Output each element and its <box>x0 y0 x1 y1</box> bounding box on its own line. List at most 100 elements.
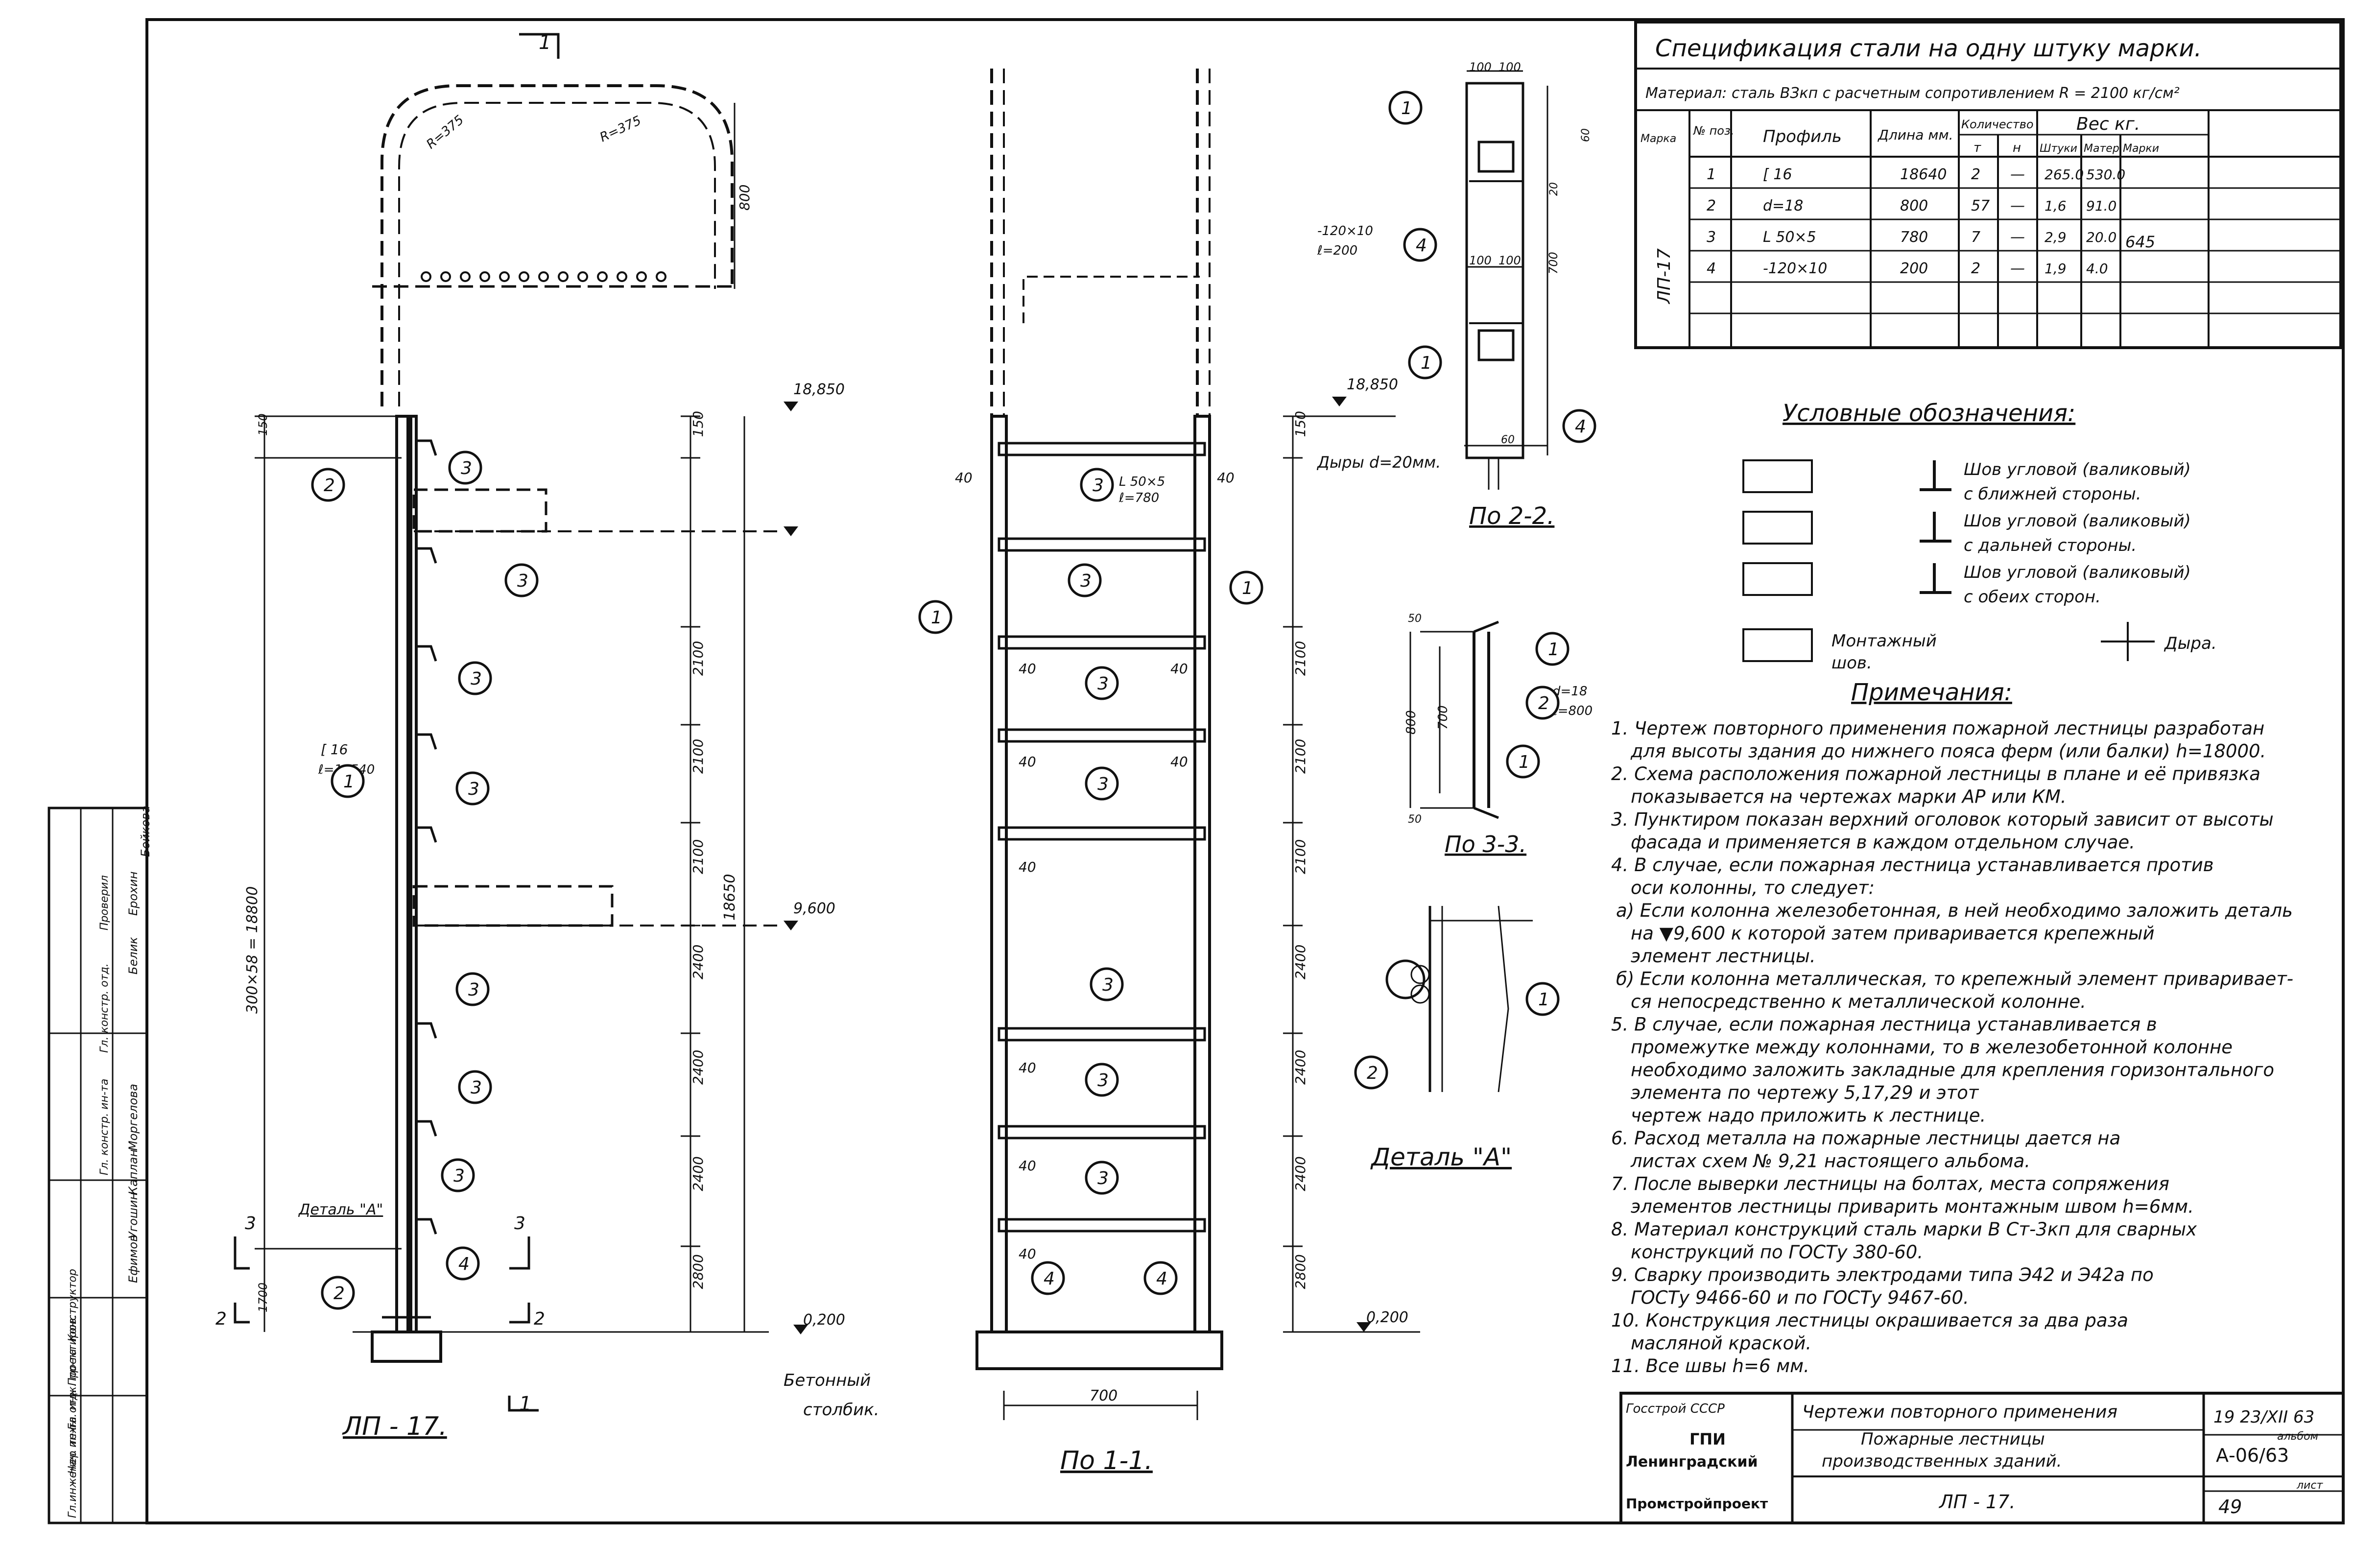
bracket-angle <box>416 439 437 456</box>
ladder-rung <box>998 1125 1206 1140</box>
position-bubble <box>1085 766 1119 801</box>
caption-section-1-1: По 1-1. <box>1060 1446 1153 1475</box>
note-line: 11. Все швы h=6 мм. <box>1611 1355 1809 1377</box>
position-number: 1 <box>1519 752 1530 772</box>
offset-40-label: 40 <box>1019 661 1036 677</box>
elevation-triangles <box>784 397 1371 1334</box>
spec-cell-profile: -120×10 <box>1763 260 1827 277</box>
position-number: 3 <box>471 669 482 689</box>
position-number: 2 <box>333 1283 345 1304</box>
title-line-1: Чертежи повторного применения <box>1802 1402 2117 1422</box>
note-line: конструкций по ГОСТу 380-60. <box>1631 1242 1923 1263</box>
cut-mark-1-top: 1 <box>539 31 551 54</box>
spec-cell-qty-n: — <box>2010 166 2025 183</box>
spacing-dimension-main: 2400 <box>690 1050 706 1085</box>
signature-name: Бойкова <box>139 806 152 857</box>
position-bubble <box>1388 91 1423 125</box>
caption-section-2-2: По 2-2. <box>1469 502 1554 530</box>
position-number: 1 <box>1242 578 1253 598</box>
spec-cell-pos: 3 <box>1707 229 1716 246</box>
spec-mark-value: ЛП-17 <box>1654 248 1674 305</box>
note-line: элемента по чертежу 5,17,29 и этот <box>1631 1082 1979 1103</box>
spec-header-pos: № поз. <box>1692 124 1734 138</box>
spacing-dimension-1-1: 150 <box>1292 411 1308 437</box>
elevation-top: 18,850 <box>793 381 845 398</box>
spacing-dimension-1-1: 2400 <box>1292 1050 1308 1085</box>
main-bottom-1700: 1700 <box>256 1283 270 1312</box>
legend-hole: Дыра. <box>2164 634 2217 653</box>
spec-header-w-mat: Матер. <box>2084 143 2123 155</box>
position-number: 1 <box>343 772 355 792</box>
position-bubble <box>448 451 482 485</box>
position-number: 4 <box>1156 1269 1167 1289</box>
position-bubble <box>1031 1261 1065 1295</box>
position-bubble <box>1068 563 1102 597</box>
ladder-rung <box>998 826 1206 841</box>
spec-cell-weight-mark: 91.0 <box>2086 198 2116 214</box>
note-line: элемент лестницы. <box>1631 946 1816 967</box>
signature-role: Проверил <box>98 875 111 930</box>
signature-name: Белик <box>126 937 140 974</box>
spec-cell-weight-mark: 4.0 <box>2086 261 2108 277</box>
spacing-dimension-main: 2100 <box>690 839 706 874</box>
spec-title: Спецификация стали на одну штуку марки. <box>1655 35 2202 62</box>
spec-cell-weight-mark: 20.0 <box>2086 229 2116 245</box>
position-bubble <box>458 1070 492 1104</box>
position-number: 2 <box>1367 1063 1378 1083</box>
position-number: 2 <box>1538 693 1549 713</box>
bracket-angle <box>416 1022 437 1039</box>
cut-mark-1-bottom: 1 <box>519 1393 531 1415</box>
note-line: б) Если колонна металлическая, то крепеж… <box>1616 969 2293 990</box>
bracket-angle <box>416 645 437 662</box>
legend-title: Условные обозначения: <box>1783 400 2075 427</box>
spacing-dimension-1-1: 2100 <box>1292 641 1308 676</box>
spec-cell-qty-n: — <box>2010 260 2025 277</box>
title-sheet: 49 <box>2218 1496 2242 1518</box>
bracket-angle <box>416 1218 437 1235</box>
notes-title: Примечания: <box>1851 679 2012 706</box>
bracket-angle <box>416 1120 437 1137</box>
overall-rung-dimension: 300×58 = 18800 <box>244 886 261 1014</box>
position-number: 3 <box>1097 1168 1109 1188</box>
note-line: а) Если колонна железобетонная, в ней не… <box>1616 900 2293 921</box>
position-number: 4 <box>1575 417 1586 437</box>
hoop-height-dimension: 800 <box>737 185 753 211</box>
spec-cell-length: 800 <box>1900 197 1928 214</box>
hoop-rung <box>558 271 569 282</box>
cut-mark-3-right: 3 <box>514 1213 525 1234</box>
note-line: листах схем № 9,21 настоящего альбома. <box>1630 1151 2030 1172</box>
offset-40-label: 40 <box>1217 470 1235 486</box>
position-number: 3 <box>471 1078 482 1098</box>
detail-a-reference: Деталь "А" <box>298 1201 383 1218</box>
position-number: 3 <box>468 980 479 1000</box>
spec-cell-weight-piece: 2,9 <box>2045 229 2067 245</box>
position-bubble <box>1562 409 1596 443</box>
spacing-dimension-main: 2400 <box>690 945 706 979</box>
position-number: 3 <box>461 458 472 478</box>
note-line: чертеж надо приложить к лестнице. <box>1631 1105 1986 1126</box>
spec-cell-profile: d=18 <box>1763 197 1803 214</box>
hoop-rung <box>538 271 549 282</box>
position-bubble <box>455 771 490 806</box>
hoop-rung <box>597 271 608 282</box>
angle-length-label: ℓ=780 <box>1118 491 1159 505</box>
channel-profile-label: [ 16 <box>321 741 348 758</box>
spec-cell-profile: [ 16 <box>1763 166 1792 183</box>
legend-item-3-line-2: с обеих сторон. <box>1964 587 2101 607</box>
caption-detail-a: Деталь "А" <box>1370 1143 1512 1171</box>
position-bubble <box>1525 982 1560 1016</box>
position-bubble <box>1085 1063 1119 1097</box>
ladder-rung <box>998 635 1206 650</box>
note-line: 10. Конструкция лестницы окрашивается за… <box>1611 1310 2128 1331</box>
section-3-3-inner: 700 <box>1436 705 1450 730</box>
hoop-rung <box>460 271 471 282</box>
total-height-dimension: 18650 <box>721 874 738 921</box>
position-bubble <box>458 661 492 695</box>
signatures-block <box>48 807 148 1524</box>
section-2-2-view <box>1464 70 1548 490</box>
section-2-2-d60: 60 <box>1580 128 1592 142</box>
spec-cell-weight-piece: 1,9 <box>2045 261 2067 277</box>
spec-cell-qty-n: — <box>2010 229 2025 246</box>
spec-total-weight: 645 <box>2125 233 2155 251</box>
